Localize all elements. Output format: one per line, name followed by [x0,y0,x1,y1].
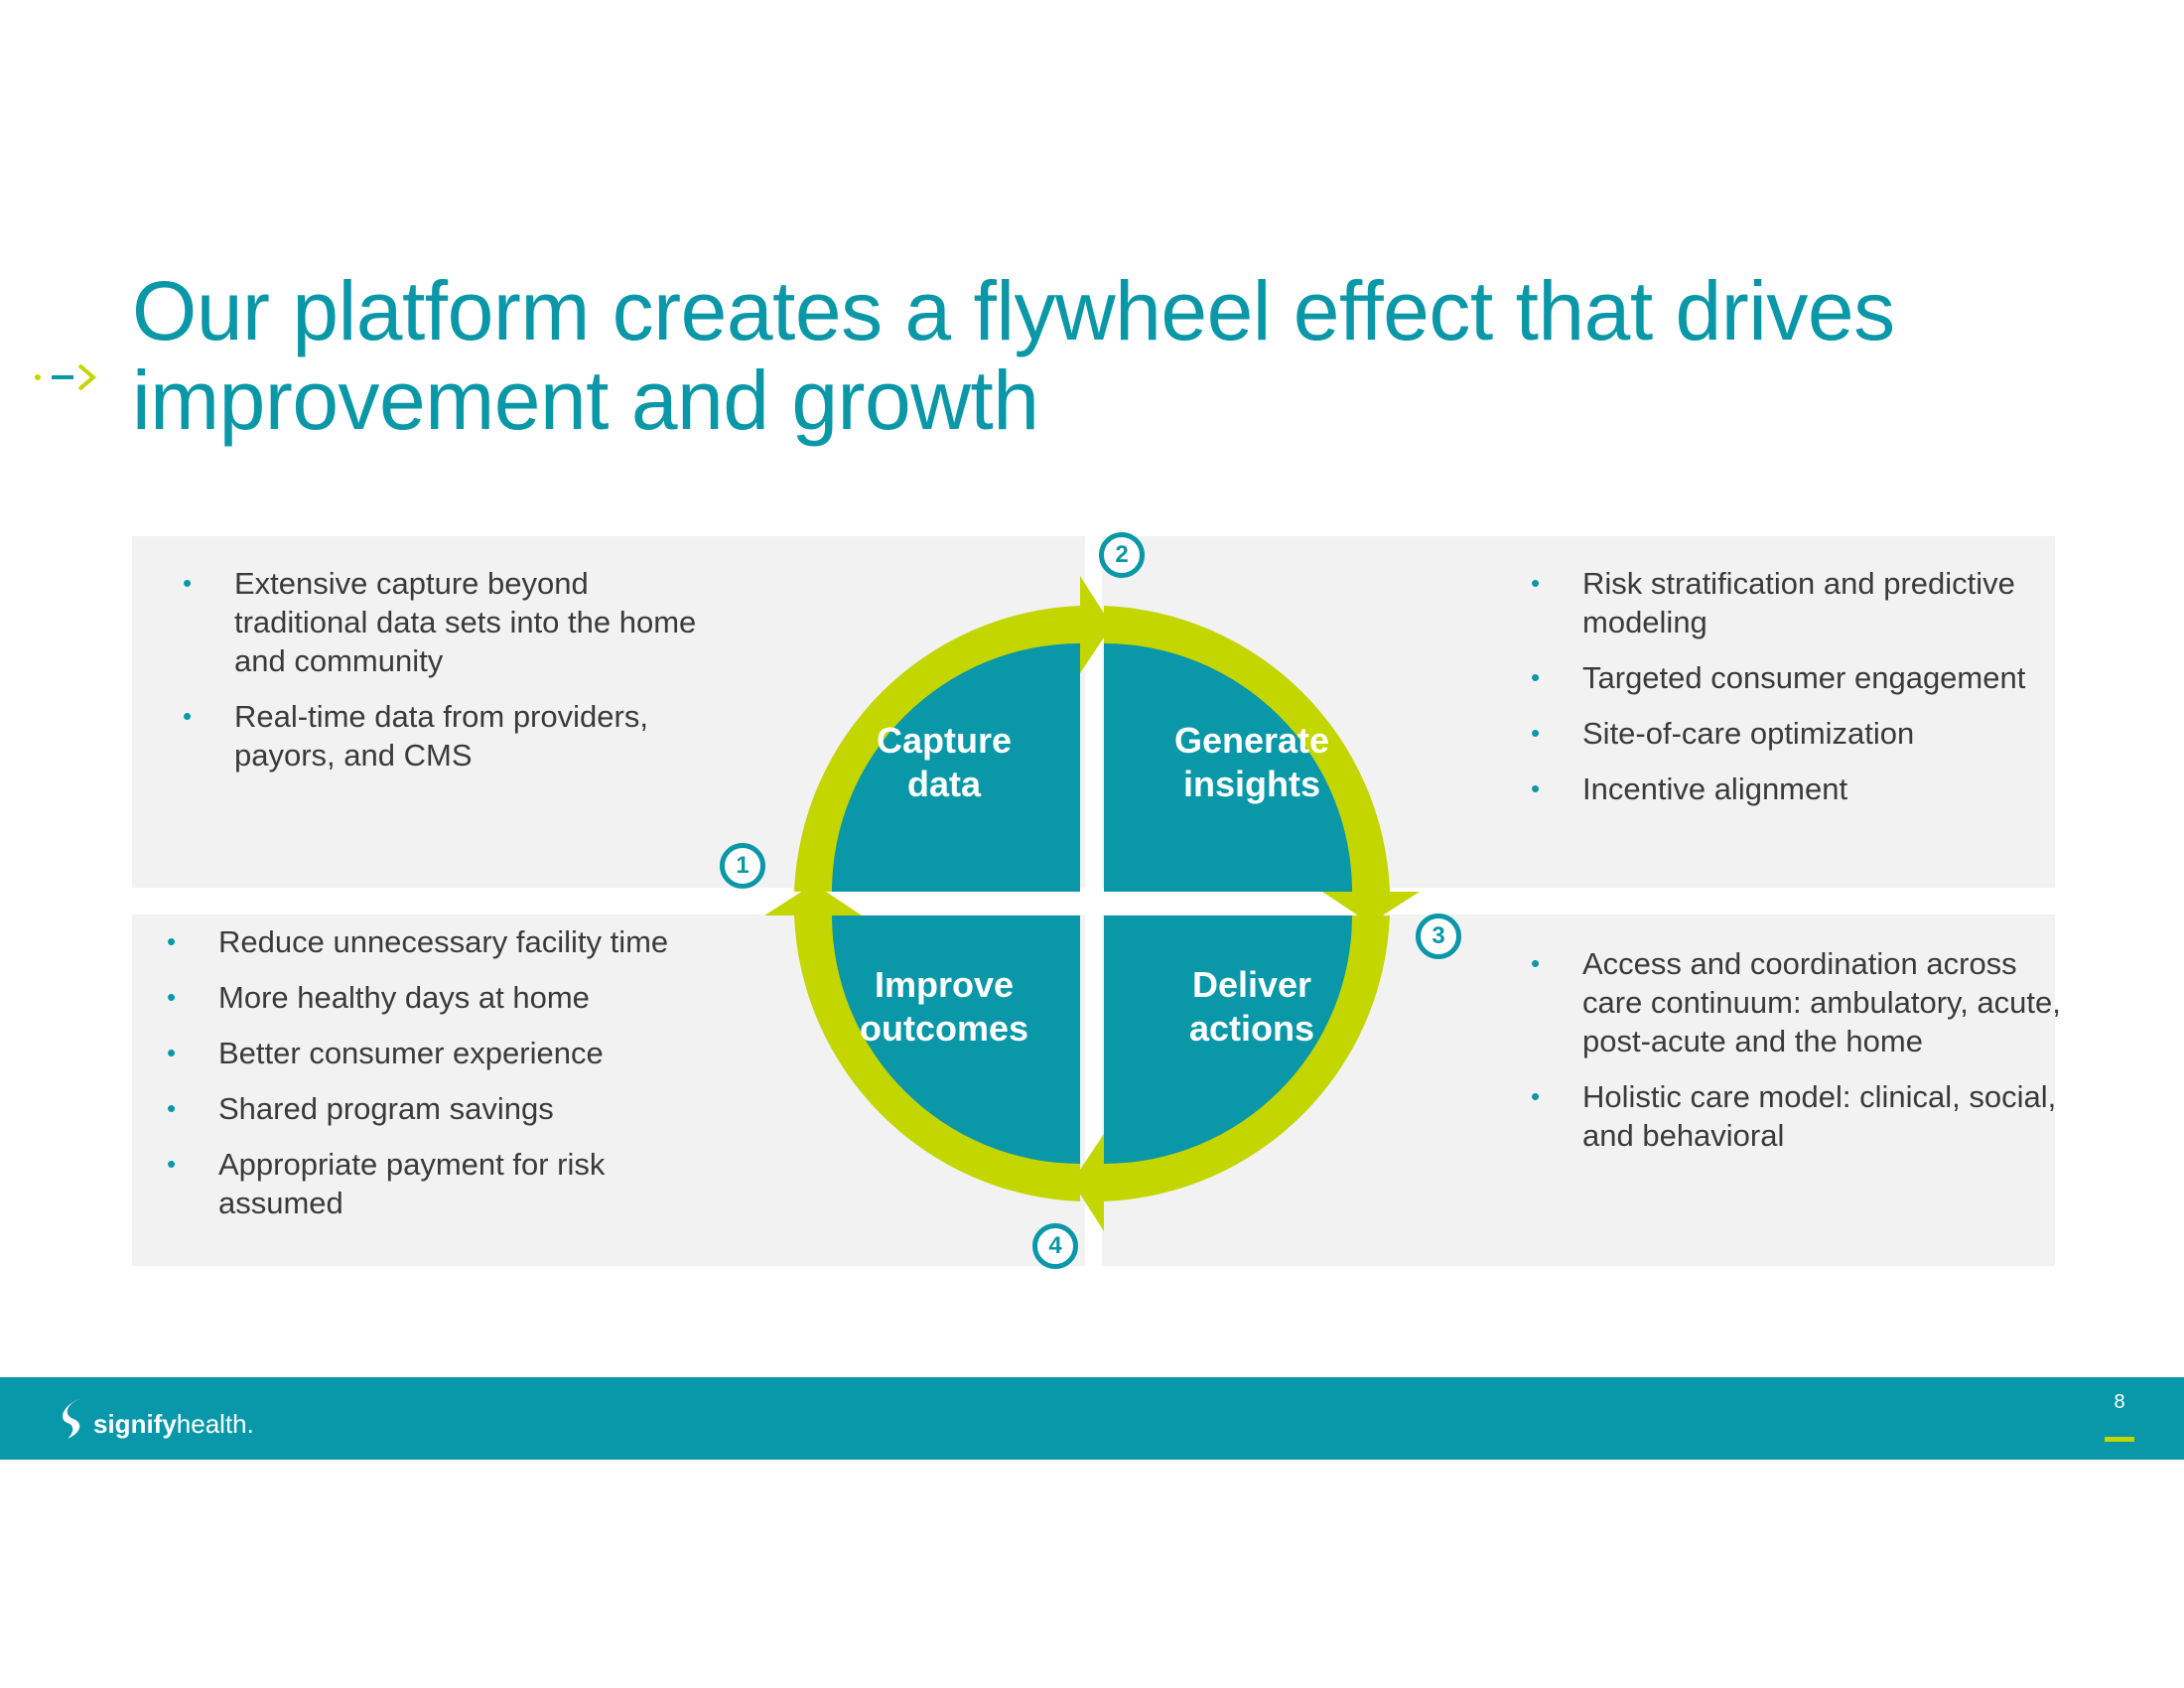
capture-bullet: Real-time data from providers, payors, a… [183,697,699,774]
capture-bullet: Extensive capture beyond traditional dat… [183,564,699,680]
step-badge-1: 1 [720,843,765,889]
page-title: Our platform creates a flywheel effect t… [132,264,1895,447]
capture-bullet-list: Extensive capture beyond traditional dat… [183,564,699,791]
insights-bullet: Targeted consumer engagement [1531,658,2067,697]
arrow-ring-actions [1104,915,1390,1201]
logo-text-bold: signify [93,1409,177,1439]
arrowhead-to-actions [1322,892,1420,923]
outcomes-bullet: Shared program savings [167,1089,723,1128]
quadrant-capture [832,643,1080,892]
improve-outcomes-label: Improve outcomes [859,964,1029,1049]
arrowhead-to-insights [1080,576,1112,673]
quadrant-insights [1104,643,1352,892]
actions-bullet-list: Access and coordination across care cont… [1531,944,2067,1172]
outcomes-bullet: Reduce unnecessary facility time [167,922,723,961]
outcomes-bullet: More healthy days at home [167,978,723,1017]
step-badge-2: 2 [1099,532,1145,578]
arrow-ring-outcomes [794,915,1080,1201]
actions-bullet: Access and coordination across care cont… [1531,944,2067,1060]
insights-bullet: Risk stratification and predictive model… [1531,564,2067,641]
capture-data-label: Capture data [876,720,1013,804]
page-number: 8 [2114,1391,2125,1413]
logo-text-light: health. [176,1409,254,1439]
outcomes-bullet: Appropriate payment for risk assumed [167,1145,723,1222]
deliver-actions-label: Deliver actions [1188,964,1315,1049]
actions-bullet: Holistic care model: clinical, social, a… [1531,1077,2067,1155]
arrowhead-to-capture [764,884,862,915]
outcomes-bullet: Better consumer experience [167,1034,723,1072]
quadrant-actions [1104,915,1352,1164]
outcomes-bullet-list: Reduce unnecessary facility time More he… [167,922,723,1239]
insights-bullet: Site-of-care optimization [1531,714,2067,753]
title-arrow-icon [35,363,97,391]
flywheel-diagram [764,576,1420,1231]
page-number-underline [2105,1437,2134,1442]
insights-bullet-list: Risk stratification and predictive model… [1531,564,2067,825]
signify-health-logo: signifyhealth. [60,1397,254,1441]
generate-insights-label: Generate insights [1173,720,1330,804]
signify-logo-icon [63,1399,80,1439]
arrowhead-to-outcomes [1072,1134,1104,1231]
quadrant-outcomes [832,915,1080,1164]
footer-bar: signifyhealth. 8 [0,1377,2184,1460]
arrow-ring-capture [794,606,1080,892]
step-badge-3: 3 [1416,914,1461,959]
insights-bullet: Incentive alignment [1531,770,2067,808]
step-badge-4: 4 [1032,1223,1078,1269]
arrow-ring-insights [1104,606,1390,892]
